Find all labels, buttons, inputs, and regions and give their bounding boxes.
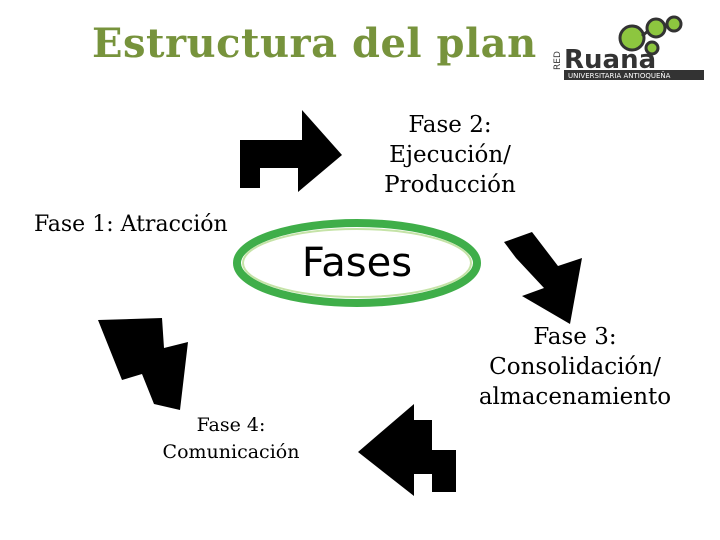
logo-bubbles-icon bbox=[618, 15, 683, 56]
phase-2-line-3: Producción bbox=[384, 172, 516, 198]
phase-4-line-2: Comunicación bbox=[162, 441, 300, 463]
phase-2-line-2: Ejecución/ bbox=[389, 142, 511, 168]
arrow-to-phase-2-icon bbox=[240, 110, 342, 192]
phase-3-line-1: Fase 3: bbox=[533, 324, 617, 350]
phase-4-line-1: Fase 4: bbox=[196, 414, 266, 436]
arrow-to-phase-3-icon bbox=[504, 232, 582, 324]
hub-ring bbox=[233, 219, 481, 307]
phase-4-label: Fase 4: Comunicación bbox=[148, 412, 314, 466]
ruana-logo: RED Ruana UNIVERSITARIA ANTIOQUEÑA bbox=[553, 15, 704, 80]
phase-3-label: Fase 3: Consolidación/ almacenamiento bbox=[462, 322, 688, 412]
phase-2-label: Fase 2: Ejecución/ Producción bbox=[370, 110, 530, 200]
page-title: Estructura del plan bbox=[92, 20, 537, 67]
logo-vertical-text: RED bbox=[553, 51, 563, 70]
phase-1-label: Fase 1: Atracción bbox=[34, 210, 228, 240]
phase-3-line-3: almacenamiento bbox=[478, 384, 672, 410]
phase-2-line-1: Fase 2: bbox=[408, 112, 492, 138]
logo-subtitle: UNIVERSITARIA ANTIOQUEÑA bbox=[568, 71, 671, 80]
phase-3-line-2: Consolidación/ bbox=[489, 354, 661, 380]
hub-label: Fases bbox=[301, 240, 413, 286]
arrow-to-phase-4-icon bbox=[358, 404, 456, 496]
arrow-to-phase-1-icon bbox=[98, 318, 188, 410]
phase-1-line-1: Fase 1: Atracción bbox=[34, 212, 228, 237]
